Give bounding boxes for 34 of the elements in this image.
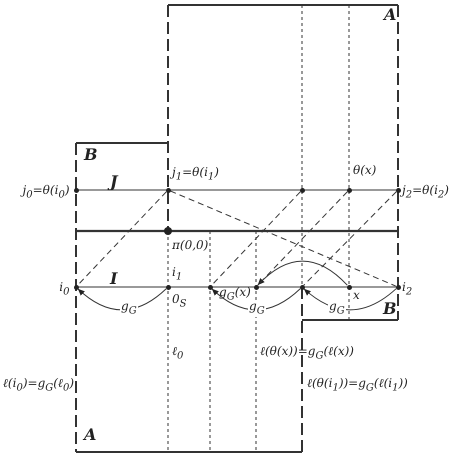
curved-arrow — [303, 288, 397, 310]
dashed-line — [303, 191, 397, 286]
edge-label: g$_{G}$ — [248, 300, 266, 318]
dashed-line — [170, 190, 396, 287]
curved-arrow — [77, 288, 167, 310]
point-label: j$_{0}$=θ(i$_{0}$) — [22, 183, 70, 202]
point-label: j$_{1}$=θ(i$_{1}$) — [172, 165, 219, 184]
formula-label: ℓ(θ(i$_{1}$))=g$_{G}$(ℓ(i$_{1}$)) — [307, 376, 408, 396]
point-dot — [300, 188, 304, 192]
point-label: g$_{G}$(x) — [219, 285, 251, 304]
dashed-line — [211, 191, 301, 286]
formula-label: ℓ(θ(x))=g$_{G}$(ℓ(x)) — [260, 344, 354, 364]
dashed-line — [257, 191, 348, 286]
region-label: A — [384, 8, 396, 22]
formula-label: ℓ(i$_{0}$)=g$_{G}$(ℓ$_{0}$) — [2, 376, 74, 396]
region-label: B — [383, 302, 397, 316]
point-label: x — [353, 288, 360, 302]
curved-arrow — [257, 260, 348, 286]
point-label: π(0,0) — [172, 238, 208, 252]
region-label: J — [110, 175, 118, 189]
point-label: 0$_{S}$ — [172, 292, 186, 312]
dashed-line — [77, 191, 167, 286]
point-label: i$_{0}$ — [59, 280, 70, 300]
point-dot — [300, 284, 304, 290]
point-label: θ(x) — [353, 163, 376, 177]
point-label: i$_{1}$ — [172, 265, 182, 284]
region-label: A — [84, 428, 96, 442]
region-label: B — [84, 148, 98, 162]
point-label: j$_{2}$=θ(i$_{2}$) — [402, 183, 449, 202]
point-label: i$_{2}$ — [402, 280, 412, 300]
formula-label: ℓ$_{0}$ — [172, 344, 184, 364]
curved-arrow — [211, 288, 301, 310]
point-dot — [208, 284, 212, 290]
region-label: I — [110, 272, 118, 286]
